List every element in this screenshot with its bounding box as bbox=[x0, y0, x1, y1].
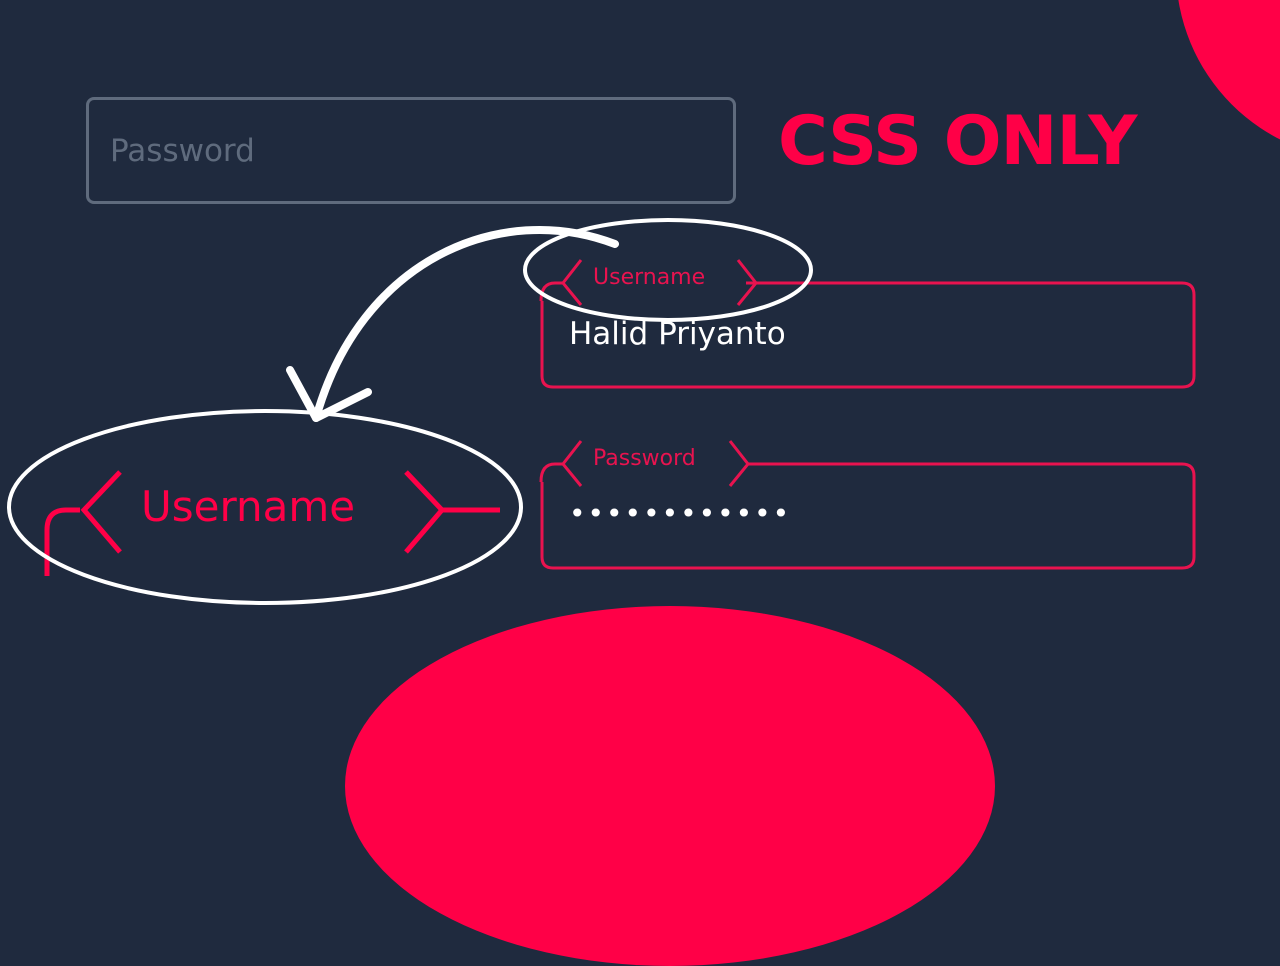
left-chevron-icon bbox=[561, 440, 583, 487]
username-label: Username bbox=[593, 265, 706, 290]
decorative-circle-top-right bbox=[1176, 0, 1280, 160]
callout-label: Username bbox=[141, 482, 356, 531]
headline-title: CSS ONLY bbox=[778, 102, 1137, 181]
arrow-head-icon bbox=[286, 366, 372, 422]
right-chevron-icon bbox=[728, 440, 750, 487]
password-label: Password bbox=[593, 446, 696, 471]
plain-password-field[interactable] bbox=[86, 97, 736, 204]
username-value[interactable]: Halid Priyanto bbox=[569, 316, 786, 352]
password-field[interactable]: Password •••••••••••• bbox=[539, 440, 1196, 570]
decorative-circle-bottom bbox=[345, 606, 995, 966]
username-field[interactable]: Username Halid Priyanto bbox=[539, 259, 1196, 389]
password-value-masked[interactable]: •••••••••••• bbox=[569, 497, 792, 530]
plain-password-input[interactable] bbox=[89, 100, 733, 201]
password-field-frame bbox=[539, 462, 1196, 570]
